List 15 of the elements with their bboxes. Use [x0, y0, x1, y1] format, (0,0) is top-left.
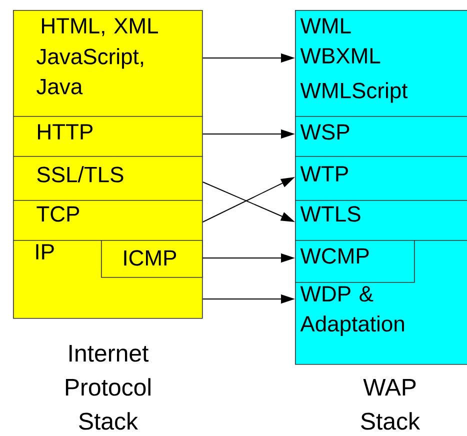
node-label: WTLS: [300, 206, 360, 222]
stack-caption: WAP Stack: [361, 379, 420, 430]
stack-layer-box: ICMP: [101, 240, 203, 278]
node-label: WSP: [300, 124, 350, 140]
node-label: WML: [300, 18, 351, 34]
stack-caption: Internet Protocol Stack: [66, 345, 150, 430]
node-label: WMLScript: [300, 82, 408, 103]
stack-layer-box: WSP: [295, 116, 467, 157]
stack-layer-box: WCMP: [295, 240, 415, 283]
stack-layer-box: WTLS: [295, 200, 467, 241]
stack-layer-box: HTTP: [13, 116, 203, 157]
node-label: WBXML: [300, 48, 380, 64]
node-label: WTP: [300, 166, 348, 182]
stack-layer-box: SSL/TLS: [13, 156, 203, 201]
stack-layer-box: WTP: [295, 156, 467, 201]
